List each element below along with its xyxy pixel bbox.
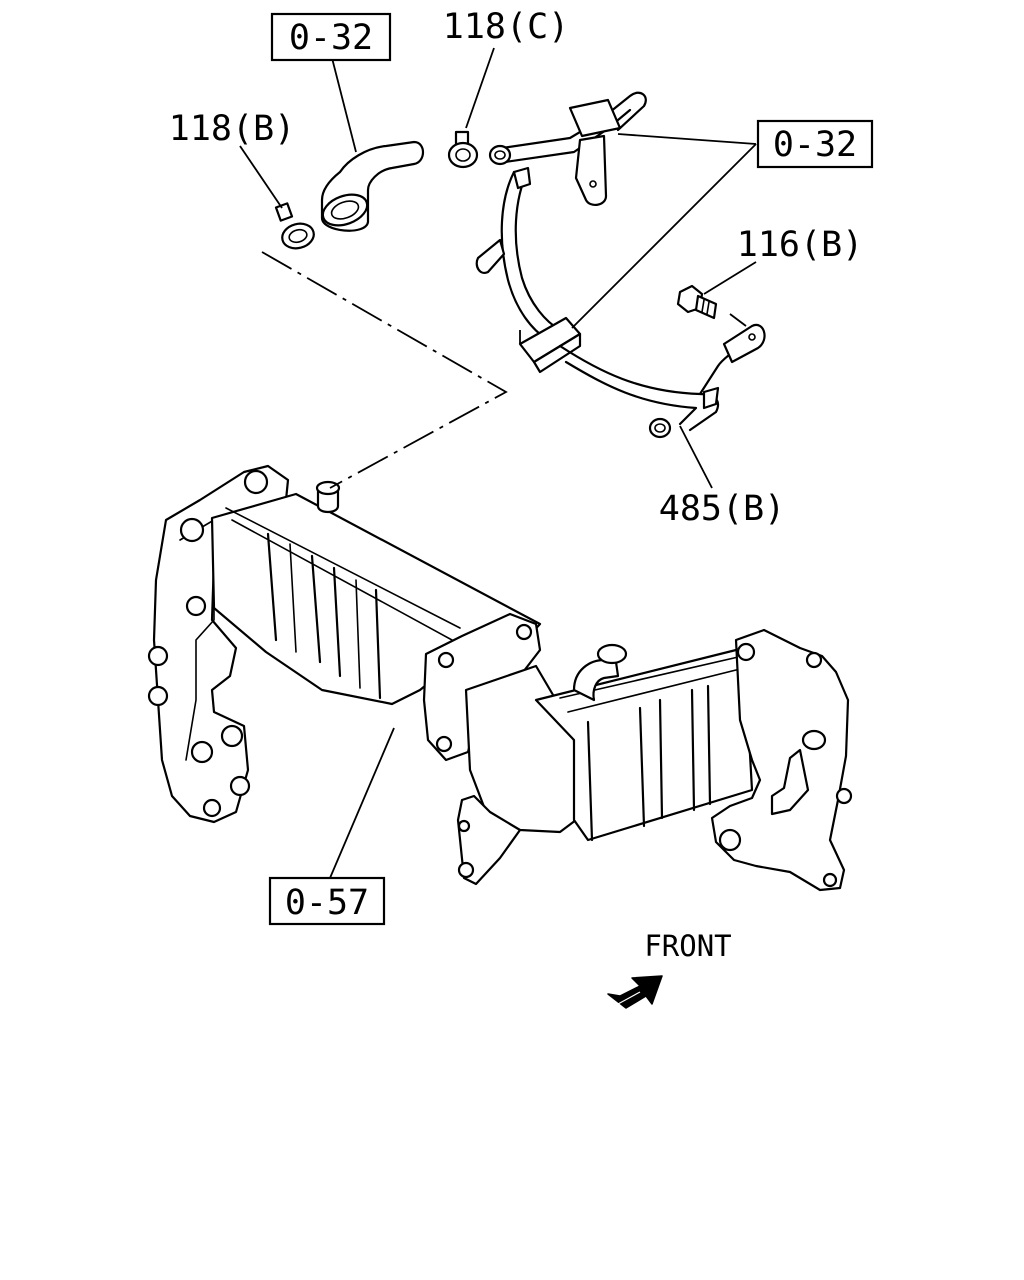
label-bolt-116b[interactable]: 116(B) (737, 225, 863, 265)
egr-cooler-assembly[interactable] (147, 464, 853, 892)
svg-text:0-32: 0-32 (773, 125, 857, 165)
hose-clamp-118b[interactable] (274, 202, 317, 251)
label-water-pipe-485b[interactable]: 485(B) (659, 489, 785, 529)
label-clamp-118c[interactable]: 118(C) (443, 7, 569, 47)
connection-dashes (261, 251, 747, 489)
front-label: FRONT (644, 929, 731, 963)
water-pipe-485b[interactable] (475, 91, 766, 439)
arrow-icon (607, 975, 663, 1009)
label-hose-ref-top[interactable]: 0-32 (270, 12, 392, 62)
bolt-116b[interactable] (676, 284, 718, 320)
coolant-hose[interactable] (319, 140, 425, 232)
svg-text:0-57: 0-57 (285, 883, 369, 923)
leader-lines (239, 47, 757, 879)
label-pipe-ref-right[interactable]: 0-32 (756, 119, 874, 169)
hose-clamp-118c[interactable] (447, 130, 479, 169)
label-cooler-ref[interactable]: 0-57 (268, 876, 386, 926)
svg-text:0-32: 0-32 (289, 18, 373, 58)
label-clamp-118b[interactable]: 118(B) (169, 109, 295, 149)
